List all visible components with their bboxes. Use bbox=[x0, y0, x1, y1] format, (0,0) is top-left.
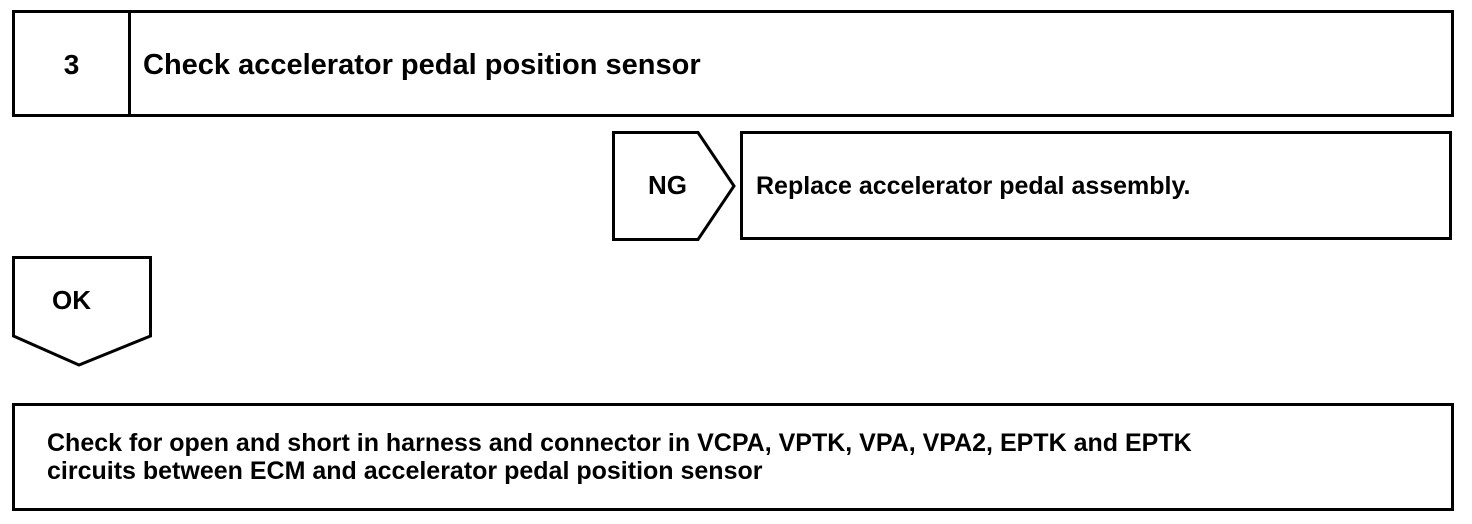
ok-arrow bbox=[12, 256, 152, 367]
ok-label: OK bbox=[52, 285, 91, 315]
ng-result-box: Replace accelerator pedal assembly. bbox=[740, 131, 1452, 240]
step-box: 3 Check accelerator pedal position senso… bbox=[12, 10, 1454, 117]
final-action-line2: circuits between ECM and accelerator ped… bbox=[47, 457, 763, 485]
ng-arrow bbox=[612, 131, 736, 241]
step-title: Check accelerator pedal position sensor bbox=[143, 49, 701, 81]
step-number: 3 bbox=[63, 49, 80, 80]
final-action-line1: Check for open and short in harness and … bbox=[47, 429, 1192, 457]
ng-result-text: Replace accelerator pedal assembly. bbox=[756, 172, 1191, 200]
ng-label: NG bbox=[648, 170, 687, 200]
step-divider bbox=[128, 13, 131, 114]
final-action-box: Check for open and short in harness and … bbox=[12, 403, 1454, 511]
